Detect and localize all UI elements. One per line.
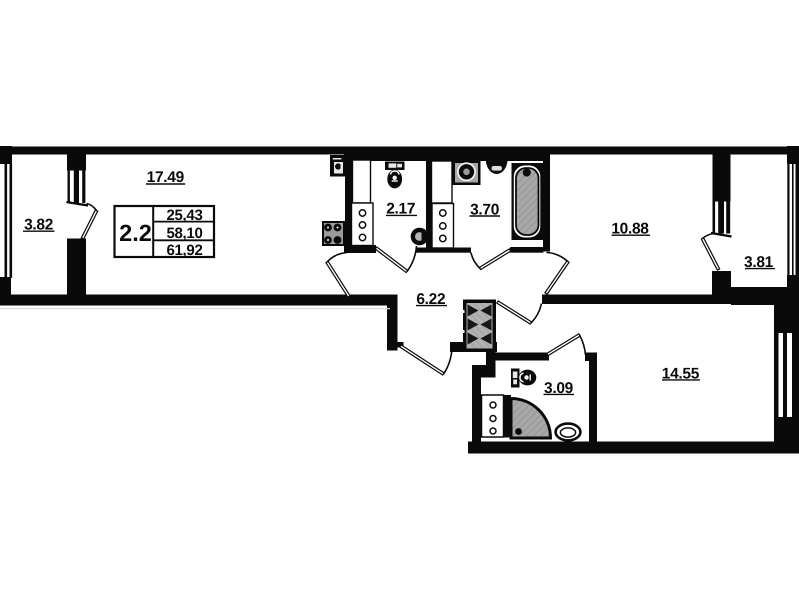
svg-text:3.82: 3.82: [24, 217, 53, 234]
svg-text:10.88: 10.88: [611, 221, 649, 238]
svg-text:3.81: 3.81: [744, 254, 774, 271]
svg-text:14.55: 14.55: [662, 365, 700, 382]
svg-text:2.17: 2.17: [386, 201, 415, 218]
svg-text:3.09: 3.09: [544, 380, 574, 397]
svg-text:61,92: 61,92: [166, 242, 202, 259]
svg-text:25,43: 25,43: [166, 207, 202, 224]
svg-text:3.70: 3.70: [470, 201, 499, 218]
svg-text:17.49: 17.49: [147, 169, 185, 186]
svg-text:2.2: 2.2: [119, 220, 152, 246]
svg-text:58,10: 58,10: [166, 225, 202, 242]
svg-text:6.22: 6.22: [416, 291, 445, 308]
